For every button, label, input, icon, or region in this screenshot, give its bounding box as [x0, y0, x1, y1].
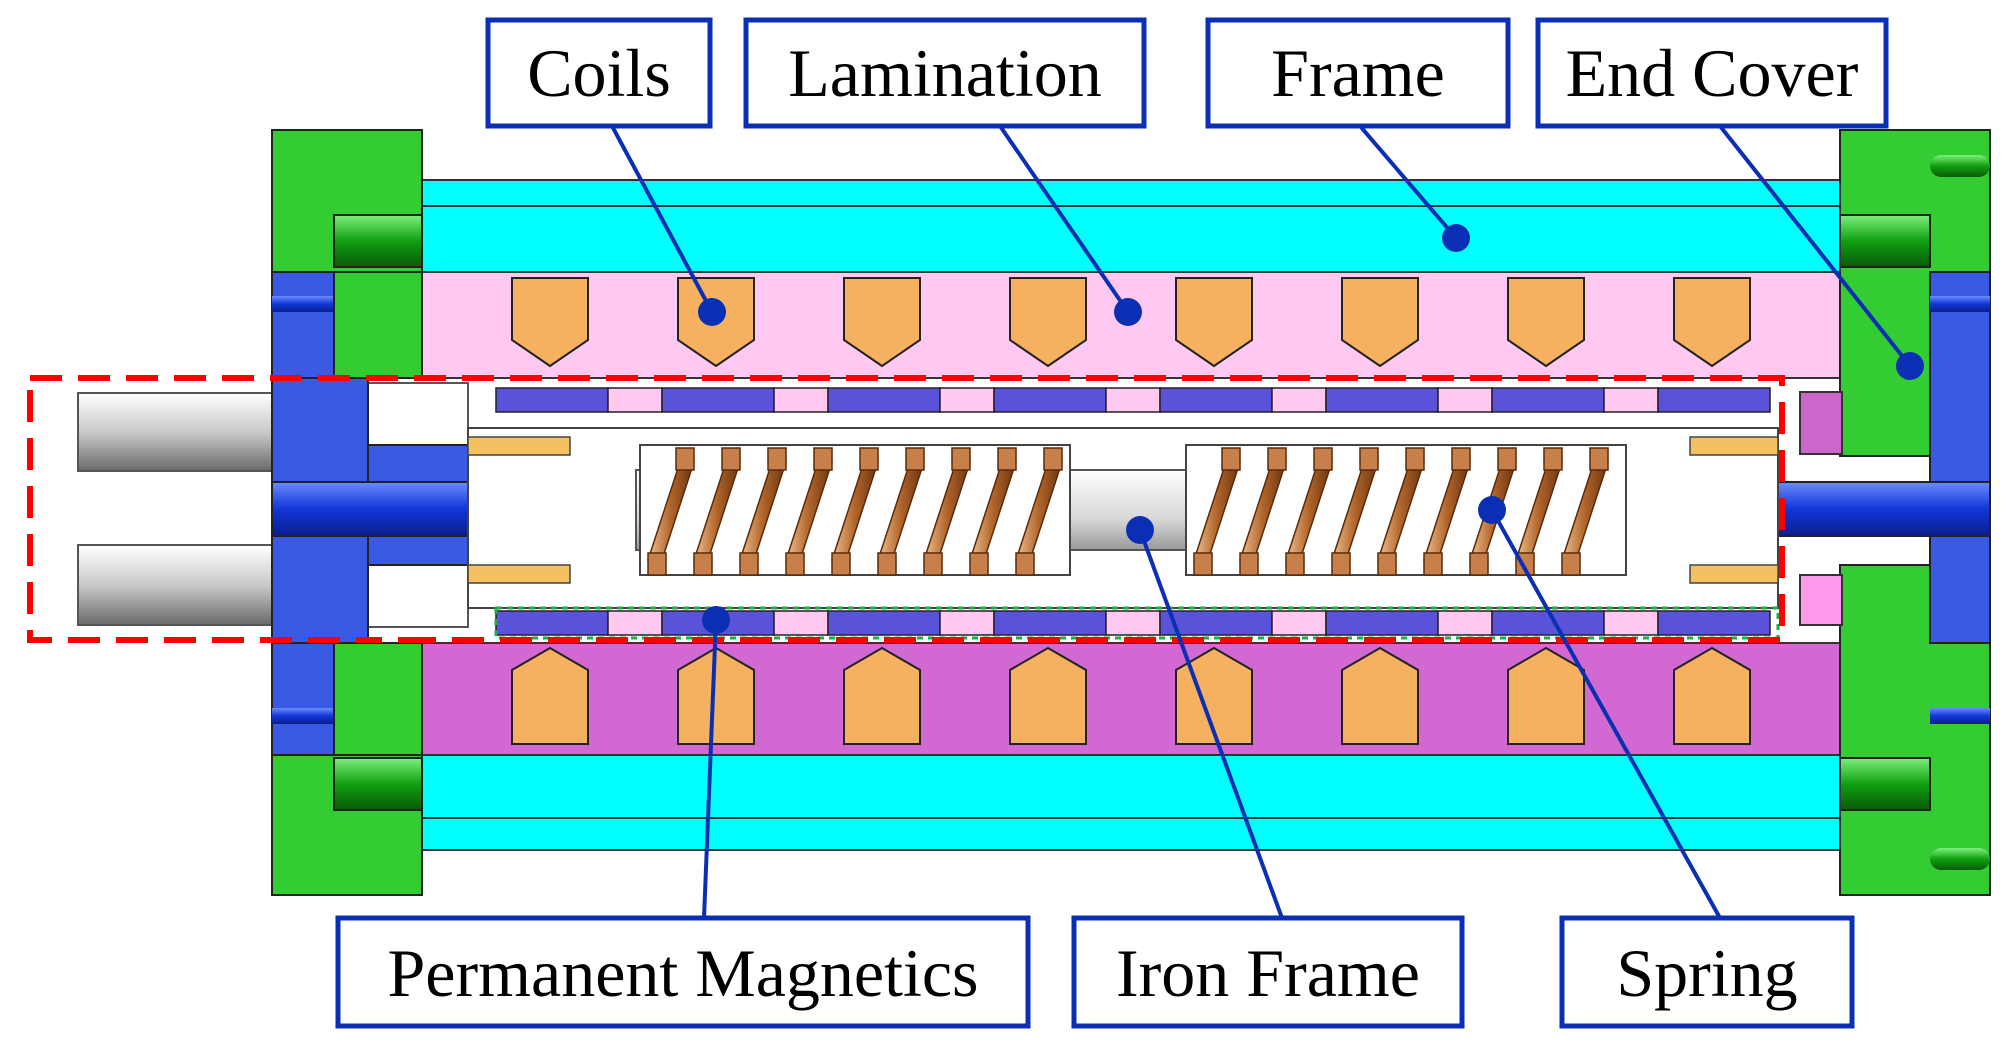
coil-bottom [1673, 646, 1751, 745]
permanent-magnets-top [495, 387, 1771, 413]
label-spring: Spring [1559, 915, 1855, 1029]
label-end-cover: End Cover [1535, 17, 1889, 129]
magnet-spacer [939, 610, 995, 636]
label-permanent-magnetics: Permanent Magnetics [335, 915, 1031, 1029]
magnet-segment [495, 387, 609, 413]
label-permanent-magnetics-text: Permanent Magnetics [387, 935, 978, 1011]
spring-left [639, 444, 1071, 576]
coil-bottom [1507, 646, 1585, 745]
label-lamination-text: Lamination [788, 35, 1101, 111]
support-tab-top-right [1689, 436, 1779, 456]
magnet-segment [993, 387, 1107, 413]
coil-bottom [1009, 646, 1087, 745]
leader-end-cover [1718, 124, 1912, 368]
dot-permanent-magnetics [702, 606, 730, 634]
label-coils: Coils [485, 17, 713, 129]
label-frame-text: Frame [1271, 35, 1445, 111]
dot-spring [1478, 496, 1506, 524]
dot-frame [1442, 224, 1470, 252]
leader-dots [698, 224, 1924, 634]
magnet-spacer [1271, 610, 1327, 636]
label-coils-text: Coils [527, 35, 671, 111]
frame-top [419, 179, 1841, 273]
magnet-segment [1657, 387, 1771, 413]
coil-top [843, 277, 921, 368]
coil-top [511, 277, 589, 368]
leader-lines [610, 124, 1912, 919]
coils-bottom-row [511, 646, 1751, 745]
lamination-bottom [419, 642, 1841, 756]
magnet-spacer [607, 610, 663, 636]
leader-coils [610, 125, 714, 313]
magnet-segment [1491, 610, 1605, 636]
coil-bottom [843, 646, 921, 745]
label-spring-text: Spring [1616, 935, 1797, 1011]
spring-right [1185, 444, 1627, 576]
magnet-spacer [1271, 387, 1327, 413]
magnet-spacer [1437, 610, 1493, 636]
output-shaft [77, 382, 469, 628]
magnet-spacer [1603, 387, 1659, 413]
magnet-spacer [607, 387, 663, 413]
magnet-spacer [1603, 610, 1659, 636]
magnet-segment [661, 387, 775, 413]
coil-top [1673, 277, 1751, 368]
coil-top [1507, 277, 1585, 368]
leader-spring [1490, 509, 1722, 919]
magnet-segment [495, 610, 609, 636]
coil-bottom [677, 646, 755, 745]
magnet-segment [1657, 610, 1771, 636]
coil-top [1341, 277, 1419, 368]
frame-bottom [419, 754, 1841, 851]
coil-bottom [511, 646, 589, 745]
support-tab-bottom-left [467, 564, 571, 584]
leader-permanent-magnetics [702, 619, 718, 919]
label-iron-frame-text: Iron Frame [1116, 935, 1420, 1011]
magnet-spacer [1105, 610, 1161, 636]
mover-highlight-box [27, 375, 1785, 643]
magnet-segment [1159, 387, 1273, 413]
dot-iron-frame [1126, 516, 1154, 544]
dot-coils [698, 298, 726, 326]
coil-bottom [1341, 646, 1419, 745]
magnet-segment [827, 610, 941, 636]
magnet-segment [827, 387, 941, 413]
coils-top-row [511, 277, 1751, 368]
leader-iron-frame [1138, 529, 1284, 919]
magnet-spacer [1437, 387, 1493, 413]
magnet-spacer [773, 387, 829, 413]
magnet-segment [1325, 610, 1439, 636]
coil-bottom [1175, 646, 1253, 745]
right-end-cover [1839, 129, 1991, 896]
permanent-magnets-bottom [495, 610, 1771, 636]
dot-lamination [1114, 298, 1142, 326]
support-tab-bottom-right [1689, 564, 1779, 584]
label-end-cover-text: End Cover [1566, 35, 1859, 111]
label-frame: Frame [1205, 17, 1511, 129]
support-tab-top-left [467, 436, 571, 456]
leader-lamination [998, 124, 1130, 314]
magnet-segment [1325, 387, 1439, 413]
magnet-segment [1491, 387, 1605, 413]
magnet-spacer [939, 387, 995, 413]
coil-top [1009, 277, 1087, 368]
label-iron-frame: Iron Frame [1071, 915, 1465, 1029]
leader-frame [1358, 124, 1458, 240]
label-lamination: Lamination [743, 17, 1147, 129]
magnet-spacer [773, 610, 829, 636]
magnet-segment [993, 610, 1107, 636]
coil-top [1175, 277, 1253, 368]
dot-end-cover [1896, 352, 1924, 380]
magnet-spacer [1105, 387, 1161, 413]
